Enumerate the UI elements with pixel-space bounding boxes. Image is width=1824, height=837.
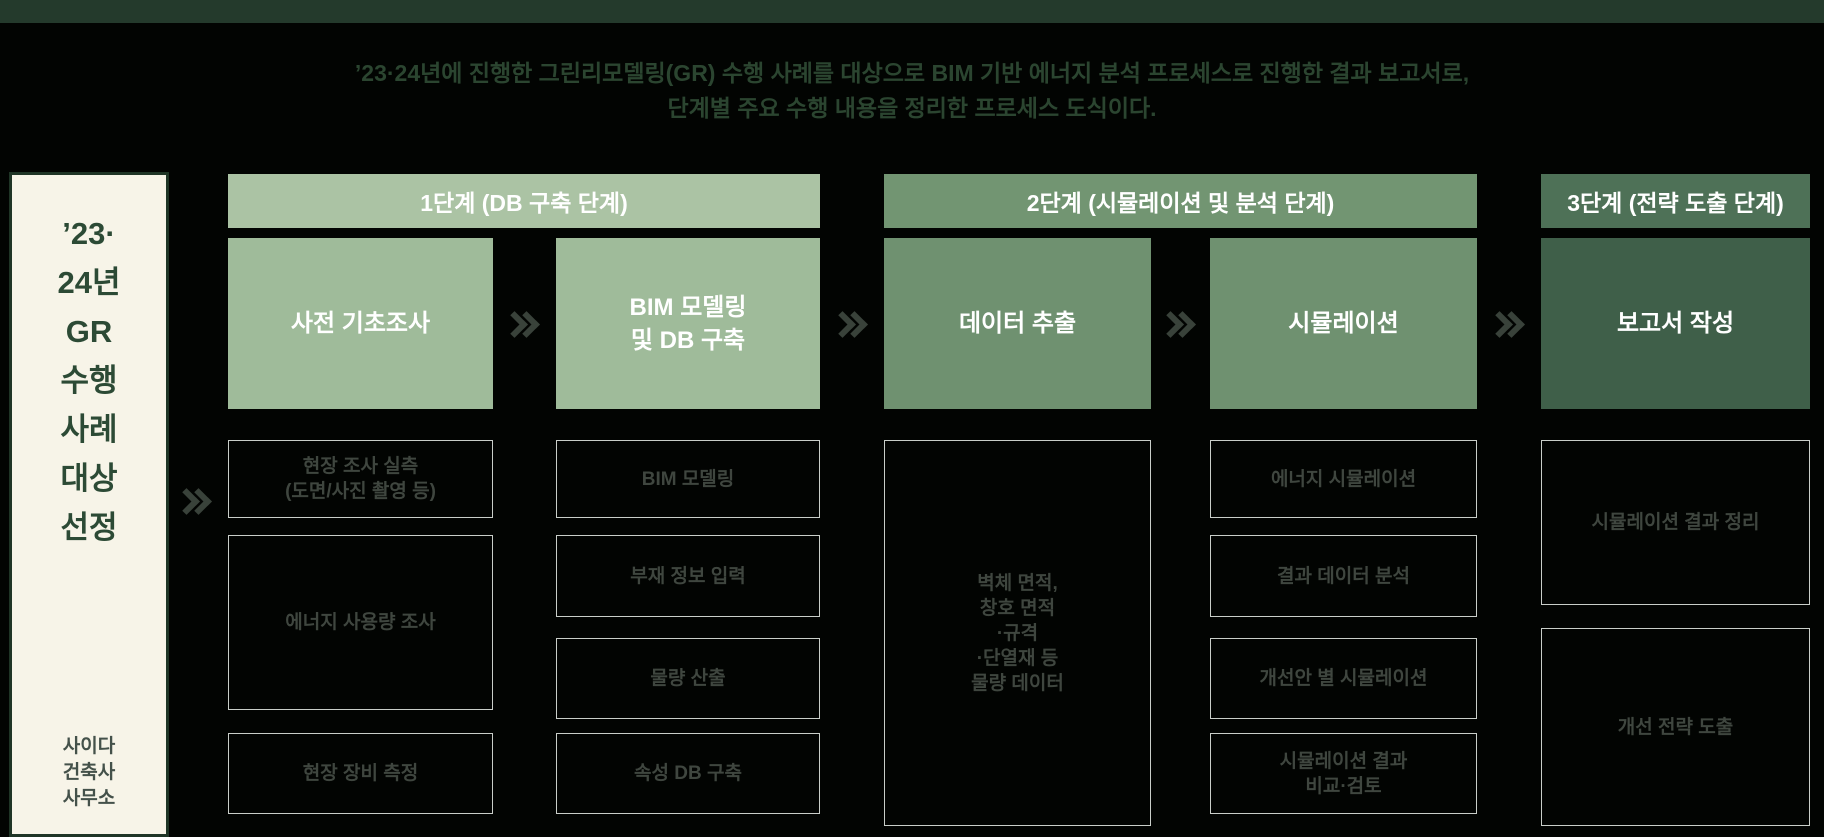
case-selection-label: ’23· 24년 GR 수행 사례 대상 선정: [57, 216, 121, 545]
sub-step-box: 현장 조사 실측 (도면/사진 촬영 등): [228, 440, 493, 518]
sub-step-box: 에너지 사용량 조사: [228, 535, 493, 710]
sub-step-box: 에너지 시뮬레이션: [1210, 440, 1477, 518]
case-selection-panel: ’23· 24년 GR 수행 사례 대상 선정 사이다 건축사 사무소: [9, 172, 169, 837]
step-data-extraction: 데이터 추출: [884, 238, 1151, 409]
phase-1-header: 1단계 (DB 구축 단계): [228, 174, 820, 228]
flow-arrow-icon: [1486, 311, 1525, 338]
sub-step-box: 속성 DB 구축: [556, 733, 820, 814]
sub-step-box: 개선안 별 시뮬레이션: [1210, 638, 1477, 719]
step-bim-modeling-db: BIM 모델링 및 DB 구축: [556, 238, 820, 409]
sub-step-box: 시뮬레이션 결과 비교·검토: [1210, 733, 1477, 814]
title-line-1: ’23·24년에 진행한 그린리모델링(GR) 수행 사례를 대상으로 BIM …: [354, 60, 1470, 86]
sub-step-box: 개선 전략 도출: [1541, 628, 1810, 826]
sub-step-box: BIM 모델링: [556, 440, 820, 518]
flow-arrow-icon: [829, 311, 868, 338]
flow-arrow-icon: [501, 311, 540, 338]
sub-step-box: 시뮬레이션 결과 정리: [1541, 440, 1810, 605]
sub-step-box: 결과 데이터 분석: [1210, 535, 1477, 617]
sub-step-box: 부재 정보 입력: [556, 535, 820, 617]
flow-arrow-icon: [173, 488, 212, 515]
organization-label: 사이다 건축사 사무소: [62, 736, 116, 809]
step-pre-basic-survey: 사전 기초조사: [228, 238, 493, 409]
phase-3-header: 3단계 (전략 도출 단계): [1541, 174, 1810, 228]
top-accent-bar: [0, 0, 1824, 23]
step-simulation: 시뮬레이션: [1210, 238, 1477, 409]
diagram-title: ’23·24년에 진행한 그린리모델링(GR) 수행 사례를 대상으로 BIM …: [0, 56, 1824, 126]
phase-2-header: 2단계 (시뮬레이션 및 분석 단계): [884, 174, 1477, 228]
flow-arrow-icon: [1157, 311, 1196, 338]
sub-step-box: 물량 산출: [556, 638, 820, 719]
step-report-writing: 보고서 작성: [1541, 238, 1810, 409]
sub-step-box: 현장 장비 측정: [228, 733, 493, 814]
title-line-2: 단계별 주요 수행 내용을 정리한 프로세스 도식이다.: [667, 95, 1157, 121]
sub-step-box: 벽체 면적, 창호 면적 ·규격 ·단열재 등 물량 데이터: [884, 440, 1151, 826]
